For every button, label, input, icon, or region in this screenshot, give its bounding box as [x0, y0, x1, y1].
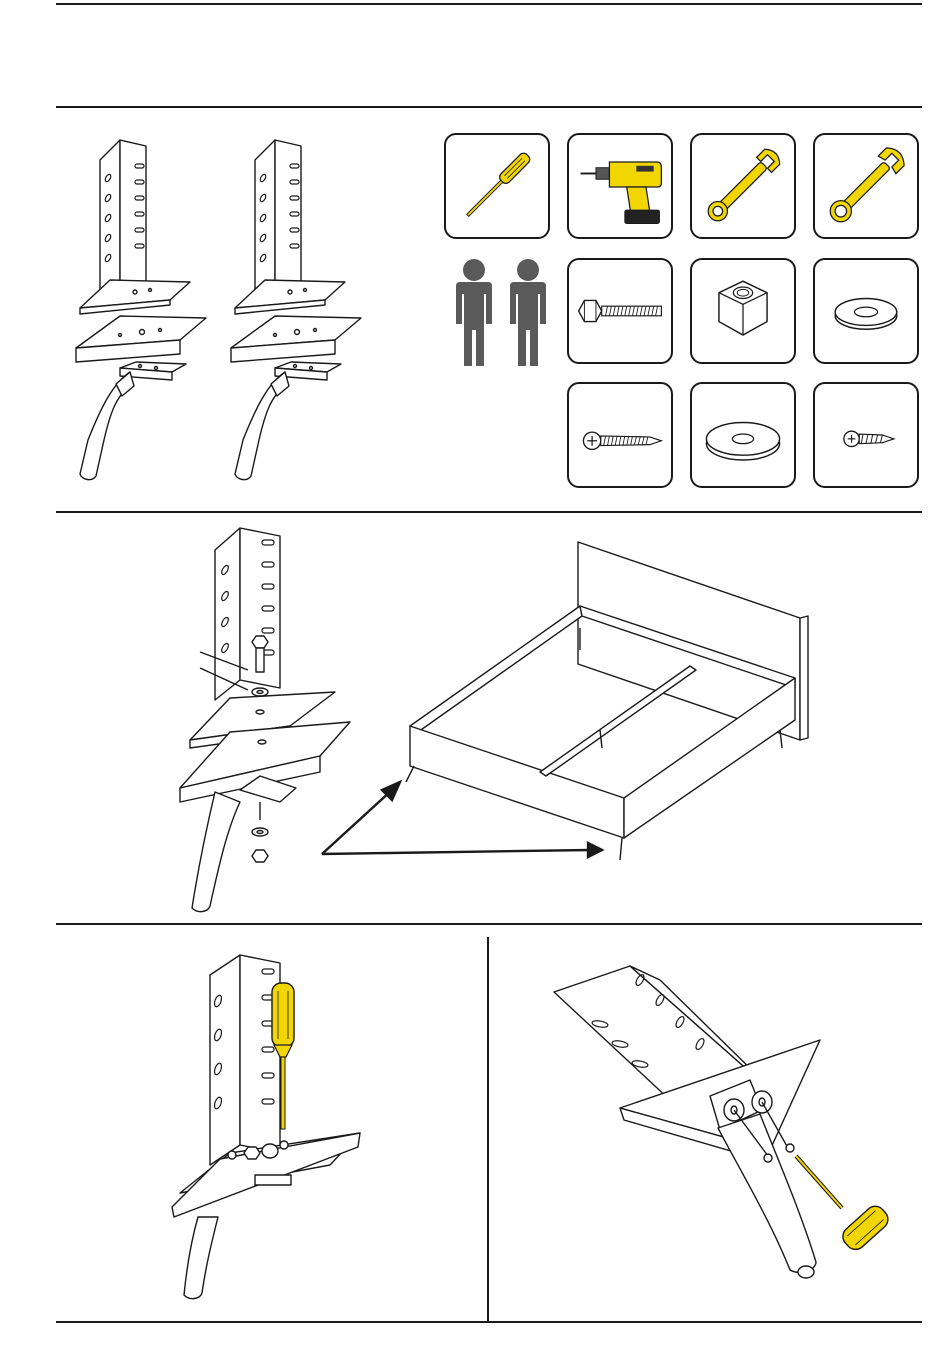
person-icon: [444, 258, 554, 368]
two-persons: [444, 258, 554, 368]
tile-combination-wrench: [813, 133, 919, 239]
tile-wood-screw: [567, 382, 673, 488]
tile-hex-nut: [690, 258, 796, 364]
tile-screwdriver: [444, 133, 550, 239]
cordless-drill-icon: [569, 135, 671, 237]
leg-assemblies-illustration: [60, 120, 420, 500]
wood-screw-icon: [569, 384, 671, 486]
step-attach-legs-panel: [170, 520, 930, 915]
step-parts-panel: [60, 120, 420, 500]
leg-assembly-2: [231, 140, 361, 480]
washer-icon: [815, 260, 917, 362]
leg-assembly-1: [76, 140, 206, 480]
section-divider: [487, 937, 489, 1321]
top-rule: [56, 3, 922, 5]
open-wrench-icon: [692, 135, 794, 237]
underside-screwing-illustration: [550, 960, 920, 1310]
section-rule-2: [56, 923, 922, 925]
screwdriver-icon: [446, 135, 548, 237]
tile-drill: [567, 133, 673, 239]
hex-nut-icon: [692, 260, 794, 362]
bottom-rule: [56, 1321, 922, 1323]
combination-wrench-icon: [815, 135, 917, 237]
header-rule: [56, 106, 922, 108]
screwdriver-in-use-2: [796, 1156, 892, 1253]
tile-short-screw: [813, 382, 919, 488]
step-underside-panel: [550, 960, 920, 1310]
large-washer-icon: [692, 384, 794, 486]
short-screw-icon: [815, 384, 917, 486]
tile-washer: [813, 258, 919, 364]
bracket-screwing-illustration: [160, 945, 380, 1305]
section-rule-1: [56, 511, 922, 513]
tile-hex-bolt: [567, 258, 673, 364]
tile-open-wrench: [690, 133, 796, 239]
hex-bolt-icon: [569, 260, 671, 362]
bed-frame-illustration: [170, 520, 930, 915]
step-screw-bracket-panel: [160, 945, 380, 1305]
tile-large-washer: [690, 382, 796, 488]
